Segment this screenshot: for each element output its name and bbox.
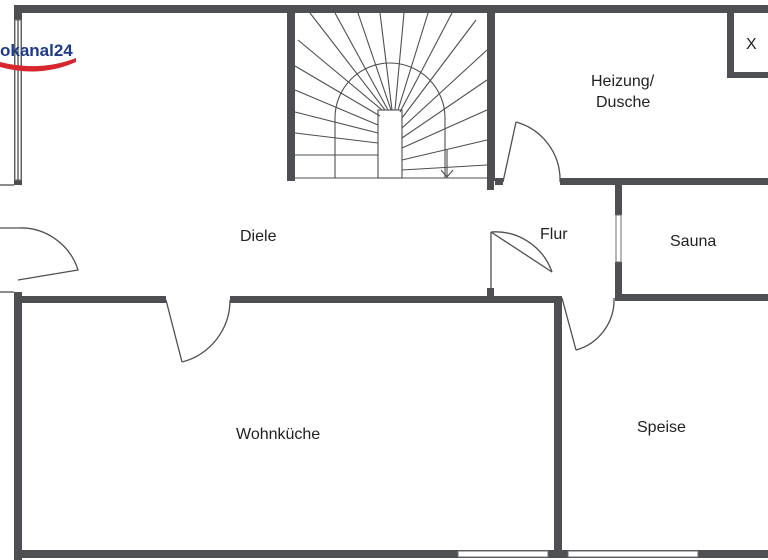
room-label-heizung-line2: Dusche [596,94,650,111]
door-flur-west [490,231,553,288]
room-label-flur: Flur [540,226,568,243]
window-sauna [615,214,622,263]
logo-text: okanal24 [0,41,73,60]
wall-diele-south-b [230,296,562,303]
room-label-diele: Diele [240,228,277,245]
wall-speise-west [554,296,562,558]
stair-arrow-icon [440,150,454,178]
wall-sauna-west-b [615,262,622,300]
wall-closet-west [727,5,734,77]
window-bottom-1 [457,550,549,558]
wall-sauna-south [615,294,768,301]
wall-stair-right [487,5,495,181]
door-speise [561,297,615,351]
wall-left-lower [14,292,22,560]
wall-top [14,5,768,13]
walls [14,5,768,560]
room-label-sauna: Sauna [670,233,716,250]
doors [0,121,615,363]
wall-heizung-south [560,178,768,185]
wall-sauna-west-a [615,185,622,215]
wall-diele-south-a [14,296,166,303]
room-label-wohnkueche: Wohnküche [236,426,320,443]
window-bottom-2 [567,550,699,558]
wall-flur-west-a [487,178,494,190]
wall-flur-west-b [487,288,494,300]
windows [14,19,699,558]
room-label-closet: X [746,36,757,53]
stair-arch [334,62,446,178]
door-wohnkueche [165,299,231,363]
wall-closet-south [727,72,768,78]
door-entrance [0,184,79,293]
wall-bottom [14,550,768,558]
room-labels: Diele Heizung/ Dusche Flur Sauna Wohnküc… [236,36,757,443]
logo: okanal24 [0,41,76,72]
staircase [294,12,488,179]
wall-heizung-south-stub [495,178,503,185]
room-label-speise: Speise [637,419,686,436]
wall-stair-left [287,5,295,181]
room-label-heizung-line1: Heizung/ [591,73,655,90]
logo-swoosh-icon [0,58,76,72]
door-heizung [502,121,561,183]
stair-well [377,109,403,179]
